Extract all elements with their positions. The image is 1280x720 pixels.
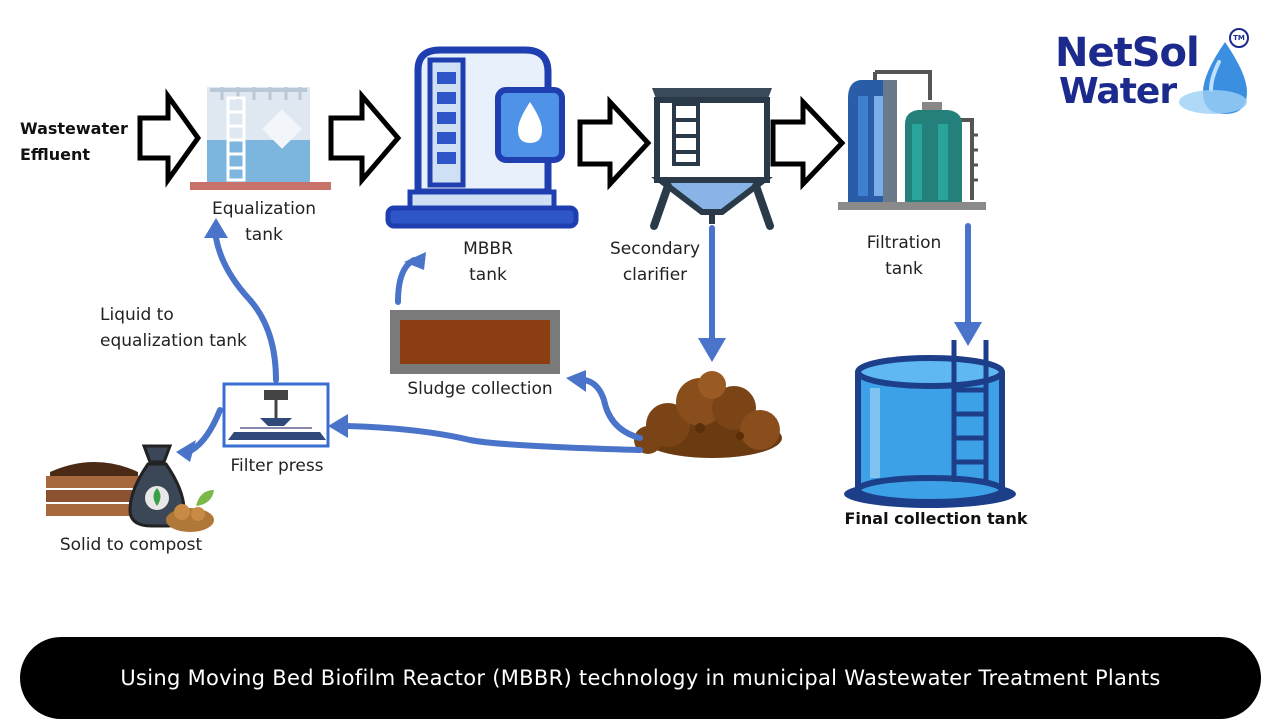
sludge-pile-icon [634, 371, 782, 458]
process-arrow-1 [137, 88, 202, 188]
sludge-collection-icon [390, 310, 560, 374]
filtration-tank-icon [838, 70, 986, 210]
flow-sludge-to-filter-press [343, 423, 643, 453]
process-arrow-2 [328, 89, 402, 187]
arrowhead [176, 440, 196, 462]
process-arrow-3 [577, 95, 652, 191]
compost-icon [46, 444, 214, 532]
netsol-water-logo: NetSol Water TM [1055, 28, 1255, 120]
equalization-tank-icon [190, 87, 331, 190]
secondary-clarifier-icon [650, 88, 774, 230]
caption-text: Using Moving Bed Biofilm Reactor (MBBR) … [120, 666, 1161, 690]
label-filter-press: Filter press [230, 456, 324, 476]
arrowhead [698, 338, 726, 362]
flow-press-to-compost [189, 407, 223, 453]
label-solid-to-compost: Solid to compost [59, 535, 203, 555]
label-sludge-collection: Sludge collection [407, 379, 553, 399]
flow-press-to-equalization [213, 235, 279, 383]
flow-sludge-to-collection [581, 377, 643, 441]
arrowhead [204, 218, 228, 238]
logo-text-line2: Water [1059, 71, 1177, 112]
water-drop-icon [1179, 42, 1247, 114]
mbbr-tank-icon [385, 46, 579, 229]
process-arrow-4 [770, 95, 846, 191]
arrowhead [954, 322, 982, 346]
arrowhead [566, 370, 586, 392]
final-collection-tank-icon [844, 340, 1016, 508]
arrowhead [328, 414, 348, 438]
logo-text-line1: NetSol [1055, 30, 1200, 76]
label-final-collection-tank: Final collection tank [844, 509, 1028, 528]
trademark-symbol: TM [1229, 28, 1249, 48]
arrowhead [404, 252, 426, 270]
filter-press-icon [222, 382, 330, 448]
caption-banner: Using Moving Bed Biofilm Reactor (MBBR) … [20, 637, 1261, 719]
flow-collection-to-mbbr [395, 257, 417, 305]
